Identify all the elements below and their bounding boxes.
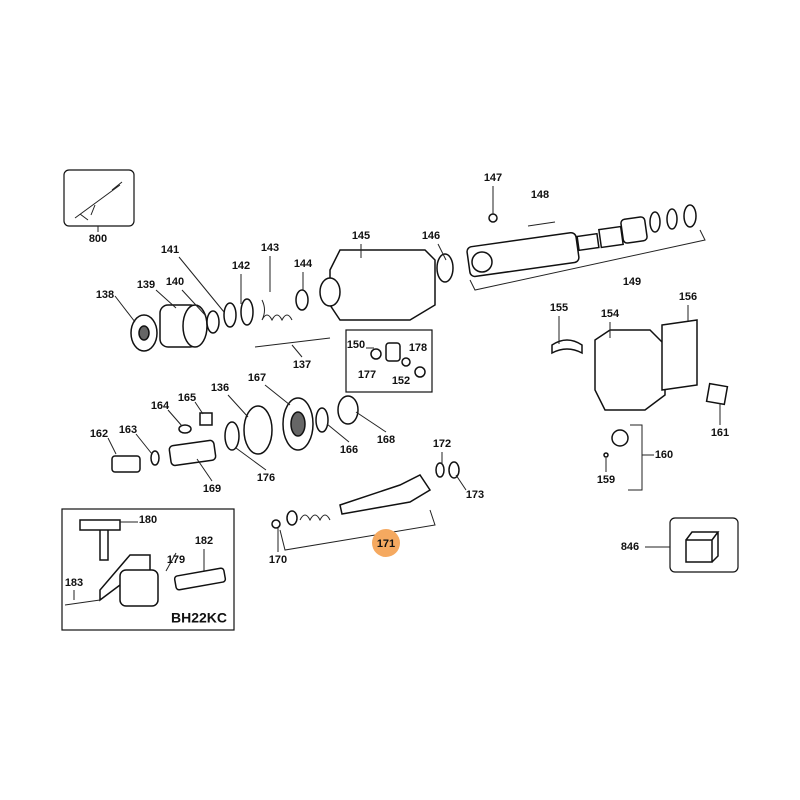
label-136[interactable]: 136 [211,382,229,394]
label-182[interactable]: 182 [195,535,213,547]
grease-tube-icon [74,181,123,221]
label-183[interactable]: 183 [65,577,83,589]
label-165[interactable]: 165 [178,392,196,404]
label-145[interactable]: 145 [352,230,370,242]
label-166[interactable]: 166 [340,444,358,456]
label-155[interactable]: 155 [550,302,568,314]
part-shapes [64,204,729,607]
part-846-box[interactable] [669,517,739,573]
label-141[interactable]: 141 [161,244,179,256]
label-159[interactable]: 159 [597,474,615,486]
label-140[interactable]: 140 [166,276,184,288]
label-179[interactable]: 179 [167,554,185,566]
kit-label: BH22KC [171,610,227,626]
label-154[interactable]: 154 [601,308,620,320]
label-170[interactable]: 170 [269,554,287,566]
label-846[interactable]: 846 [621,541,639,553]
label-137[interactable]: 137 [293,359,311,371]
part-150-group-box [345,329,433,393]
label-177[interactable]: 177 [358,369,376,381]
chuck-kit-box [61,508,235,631]
label-138[interactable]: 138 [96,289,114,301]
carton-icon [685,531,720,563]
label-173[interactable]: 173 [466,489,484,501]
label-150[interactable]: 150 [347,339,365,351]
label-178[interactable]: 178 [409,342,427,354]
label-146[interactable]: 146 [422,230,440,242]
label-168[interactable]: 168 [377,434,395,446]
label-167[interactable]: 167 [248,372,266,384]
label-162[interactable]: 162 [90,428,108,440]
label-169[interactable]: 169 [203,483,221,495]
label-160[interactable]: 160 [655,449,673,461]
label-149[interactable]: 149 [623,276,641,288]
label-139[interactable]: 139 [137,279,155,291]
label-171[interactable]: 171 [377,538,395,550]
label-163[interactable]: 163 [119,424,137,436]
label-152[interactable]: 152 [392,375,410,387]
label-180[interactable]: 180 [139,514,157,526]
label-161[interactable]: 161 [711,427,729,439]
label-142[interactable]: 142 [232,260,250,272]
label-800[interactable]: 800 [89,233,107,245]
part-labels: 800 147 148 145 146 141 143 142 144 149 … [65,172,729,626]
label-172[interactable]: 172 [433,438,451,450]
part-800-box[interactable] [63,169,135,227]
label-144[interactable]: 144 [294,258,313,270]
label-143[interactable]: 143 [261,242,279,254]
label-164[interactable]: 164 [151,400,170,412]
label-148[interactable]: 148 [531,189,549,201]
label-147[interactable]: 147 [484,172,502,184]
highlight-marker-171[interactable] [372,529,400,557]
label-176[interactable]: 176 [257,472,275,484]
leader-lines [73,186,721,600]
label-156[interactable]: 156 [679,291,697,303]
